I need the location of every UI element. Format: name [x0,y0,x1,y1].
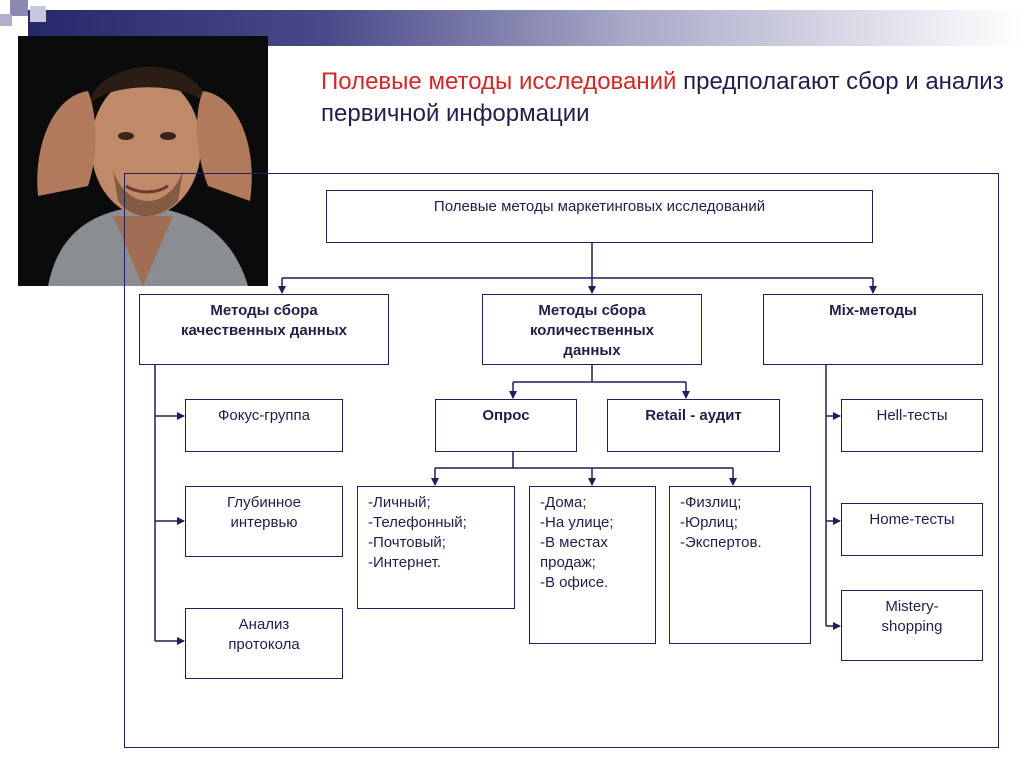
headline-accent: Полевые методы исследований [321,68,677,95]
decor-square [10,0,28,16]
hall-tests-box: Hell-тесты [841,399,983,452]
root-box: Полевые методы маркетинговых исследовани… [326,190,873,243]
survey-box: Опрос [435,399,577,452]
retail-audit-box: Retail - аудит [607,399,780,452]
qual-methods-box: Методы сбора качественных данных [139,294,389,365]
decor-square [30,6,46,22]
quant-methods-box: Методы сбора количественных данных [482,294,702,365]
survey-types-list: -Личный; -Телефонный; -Почтовый; -Интерн… [357,486,515,609]
home-tests-box: Home-тесты [841,503,983,556]
diagram-frame [124,173,999,748]
man-holding-head-photo [18,36,268,286]
mystery-shopping-box: Mistery- shopping [841,590,983,661]
respondent-types-list: -Физлиц; -Юрлиц; -Экспертов. [669,486,811,644]
deep-interview-box: Глубинное интервью [185,486,343,557]
decor-square [0,14,12,26]
focus-group-box: Фокус-группа [185,399,343,452]
survey-places-list: -Дома; -На улице; -В местах продаж; -В о… [529,486,656,644]
mix-methods-box: Mix-методы [763,294,983,365]
headline-rest: предполагают сбор и анализ первичной инф… [321,68,1004,127]
protocol-analysis-box: Анализ протокола [185,608,343,679]
headline: Полевые методы исследований предполагают… [321,66,1011,130]
